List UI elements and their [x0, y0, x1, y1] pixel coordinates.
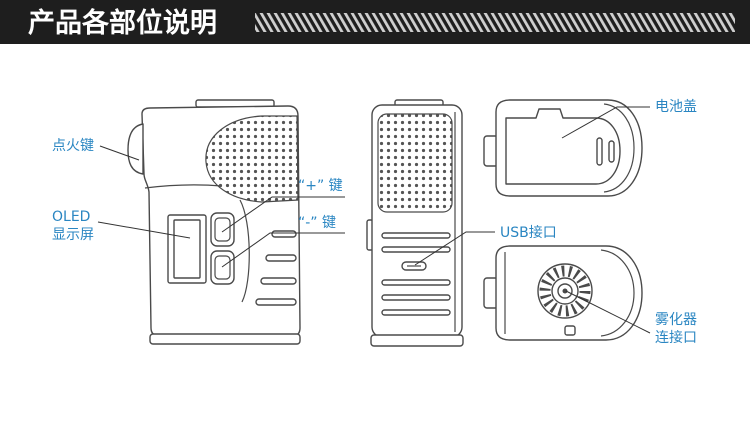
label-battery-cover: 电池盖: [655, 99, 697, 115]
front-vent-slot: [381, 309, 451, 316]
plus-button-inner: [214, 217, 231, 242]
device-back-view: [483, 99, 643, 197]
top-end-curve: [600, 249, 635, 337]
oled-screen: [173, 219, 201, 279]
minus-button-inner: [214, 255, 231, 280]
label-minus-key: “-” 键: [298, 215, 336, 231]
leader-oled: [97, 221, 191, 239]
battery-cover-grip-slot: [596, 137, 603, 166]
device-side-view: [127, 99, 301, 345]
top-bottom-notch: [564, 325, 576, 336]
side-vent-slot: [260, 277, 297, 285]
side-band-line: [144, 184, 223, 189]
label-atomizer-line1: 雾化器: [655, 312, 697, 328]
label-plus-key: “+” 键: [298, 178, 343, 194]
front-perforated-grille: [377, 113, 453, 213]
leader-fire-button: [99, 145, 140, 161]
front-vent-slot: [381, 232, 451, 239]
leader-minus-key: [221, 232, 345, 268]
front-vent-slot: [381, 279, 451, 286]
label-usb-port: USB接口: [500, 224, 557, 241]
page-title: 产品各部位说明: [28, 7, 217, 39]
side-vent-slot: [265, 254, 297, 262]
label-oled-line2: 显示屏: [52, 227, 94, 243]
front-base: [370, 334, 464, 347]
leader-battery-cover: [561, 106, 650, 139]
side-vent-slot: [271, 230, 297, 238]
label-oled-line1: OLED: [52, 209, 90, 225]
side-base: [149, 333, 301, 345]
battery-cover: [505, 108, 621, 185]
device-front-view: [366, 99, 464, 347]
fire-button: [127, 123, 144, 175]
side-panel-edge: [239, 199, 250, 303]
minus-button: [210, 250, 235, 285]
leader-atomizer-connector: [565, 290, 651, 334]
header-hatching: [255, 13, 735, 32]
side-perforated-grille: [205, 115, 299, 203]
back-end-curve: [603, 103, 635, 193]
side-vent-slot: [255, 298, 297, 306]
leader-plus-key: [221, 196, 345, 233]
leader-usb-port: [414, 231, 495, 266]
atomizer-connector-fins: [539, 265, 591, 317]
front-vent-slot: [381, 246, 451, 253]
front-vent-slot: [381, 294, 451, 301]
leader-lines: [97, 106, 651, 334]
plus-button: [210, 212, 235, 247]
battery-cover-grip-slot: [608, 140, 615, 163]
label-fire-button: 点火键: [52, 138, 94, 154]
device-top-view: [483, 245, 643, 341]
atomizer-connector-pin: [562, 288, 568, 294]
header: 产品各部位说明: [0, 0, 750, 44]
label-atomizer-line2: 连接口: [655, 329, 697, 346]
callout-labels: 点火键 OLED 显示屏 “+” 键 “-” 键 电池盖 USB接口 雾化器 连…: [52, 99, 697, 346]
